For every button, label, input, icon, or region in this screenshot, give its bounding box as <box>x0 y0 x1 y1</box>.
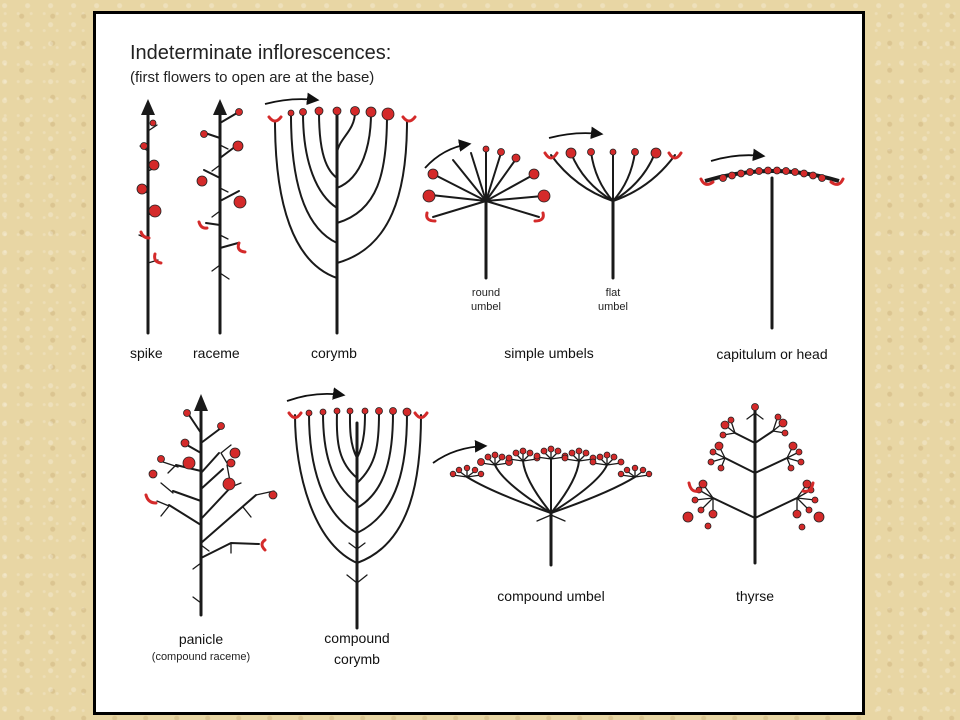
label-corymb: corymb <box>311 345 357 361</box>
diagram-title: Indeterminate inflorescences: <box>130 42 391 64</box>
label-compound-corymb-2: corymb <box>334 651 380 667</box>
panicle-diagram <box>144 394 278 617</box>
label-capitulum: capitulum or head <box>716 346 827 362</box>
capitulum-diagram <box>699 148 845 330</box>
diagram-subtitle: (first flowers to open are at the base) <box>130 69 374 86</box>
label-panicle-note: (compound raceme) <box>152 651 250 663</box>
compound-corymb-diagram <box>286 387 429 630</box>
raceme-diagram <box>196 99 247 335</box>
thyrse-diagram <box>682 403 825 565</box>
label-thyrse: thyrse <box>736 588 774 604</box>
label-panicle: panicle <box>179 631 224 647</box>
label-flat-umbel-1: flat <box>606 287 621 299</box>
label-round-umbel-1: round <box>472 287 500 299</box>
inflorescence-diagram: Indeterminate inflorescences: (first flo… <box>130 42 845 667</box>
slide-panel: Indeterminate inflorescences: (first flo… <box>93 11 865 715</box>
spike-diagram <box>136 99 163 335</box>
label-compound-corymb-1: compound <box>324 630 389 646</box>
label-compound-umbel: compound umbel <box>497 588 604 604</box>
label-spike: spike <box>130 345 163 361</box>
label-simple-umbels: simple umbels <box>504 345 593 361</box>
label-raceme: raceme <box>193 345 240 361</box>
label-round-umbel-2: umbel <box>471 301 501 313</box>
flat-umbel-diagram <box>543 126 683 280</box>
corymb-diagram <box>264 92 417 335</box>
label-flat-umbel-2: umbel <box>598 301 628 313</box>
compound-umbel-diagram <box>432 440 653 567</box>
round-umbel-diagram <box>422 139 551 280</box>
